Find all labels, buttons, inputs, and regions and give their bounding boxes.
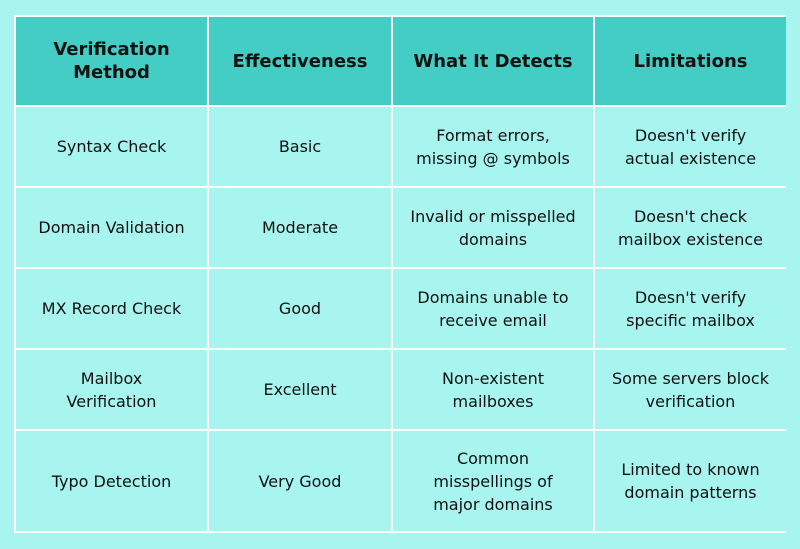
- comparison-table-frame: Verification Method Effectiveness What I…: [14, 15, 786, 533]
- cell-text-line: Moderate: [261, 218, 339, 237]
- cell-text-line: mailbox existence: [618, 229, 763, 249]
- table-row: Typo Detection Very Good Common misspell…: [16, 431, 786, 531]
- cell-method: MX Record Check: [16, 269, 207, 348]
- header-text-line: Method: [73, 62, 150, 83]
- cell-effectiveness: Moderate: [209, 188, 391, 267]
- header-verification-method: Verification Method: [16, 17, 207, 105]
- cell-method: Syntax Check: [16, 107, 207, 186]
- header-text-line: Verification: [53, 39, 170, 60]
- cell-text-line: Common: [456, 448, 530, 468]
- cell-effectiveness: Very Good: [209, 431, 391, 531]
- verification-methods-table: Verification Method Effectiveness What I…: [14, 15, 788, 533]
- cell-text-line: Typo Detection: [51, 471, 172, 491]
- cell-detects: Common misspellings of major domains: [393, 431, 593, 531]
- cell-limitations: Doesn't verify specific mailbox: [595, 269, 786, 348]
- cell-text-line: Excellent: [263, 380, 337, 399]
- cell-method: Domain Validation: [16, 188, 207, 267]
- cell-detects: Non-existent mailboxes: [393, 350, 593, 429]
- cell-text-line: Invalid or misspelled: [410, 206, 576, 226]
- cell-text-line: domains: [458, 229, 528, 249]
- cell-text-line: Doesn't check: [633, 206, 748, 226]
- cell-text-line: Domain Validation: [38, 218, 185, 237]
- cell-effectiveness: Good: [209, 269, 391, 348]
- cell-text-line: Doesn't verify: [634, 125, 747, 145]
- table-row: MX Record Check Good Domains unable to r…: [16, 269, 786, 348]
- header-text-line: Effectiveness: [232, 50, 368, 72]
- cell-detects: Format errors, missing @ symbols: [393, 107, 593, 186]
- cell-effectiveness: Basic: [209, 107, 391, 186]
- cell-text-line: Syntax Check: [56, 137, 167, 156]
- cell-text-line: Format errors,: [436, 125, 550, 145]
- header-text-line: Limitations: [633, 50, 748, 72]
- header-what-it-detects: What It Detects: [393, 17, 593, 105]
- cell-text-line: MX Record Check: [41, 299, 182, 318]
- cell-text-line: missing @ symbols: [416, 148, 570, 168]
- table-row: Mailbox Verification Excellent Non-exist…: [16, 350, 786, 429]
- cell-text-line: receive email: [439, 310, 547, 330]
- cell-text-line: major domains: [433, 494, 553, 514]
- cell-limitations: Doesn't check mailbox existence: [595, 188, 786, 267]
- cell-text-line: Verification: [66, 391, 157, 411]
- cell-text-line: Good: [278, 299, 322, 318]
- cell-method: Mailbox Verification: [16, 350, 207, 429]
- cell-text-line: Non-existent: [441, 368, 544, 388]
- cell-text-line: Some servers block: [612, 368, 769, 388]
- cell-text-line: domain patterns: [624, 483, 757, 502]
- cell-text-line: Mailbox: [80, 368, 143, 388]
- cell-detects: Invalid or misspelled domains: [393, 188, 593, 267]
- cell-text-line: Limited to known: [621, 460, 760, 479]
- cell-text-line: verification: [645, 391, 736, 411]
- header-text-line: What It Detects: [413, 50, 573, 72]
- cell-limitations: Limited to known domain patterns: [595, 431, 786, 531]
- cell-detects: Domains unable to receive email: [393, 269, 593, 348]
- cell-text-line: misspellings of: [433, 471, 553, 491]
- header-effectiveness: Effectiveness: [209, 17, 391, 105]
- cell-text-line: specific mailbox: [626, 310, 755, 330]
- cell-method: Typo Detection: [16, 431, 207, 531]
- cell-text-line: Basic: [278, 137, 322, 156]
- header-limitations: Limitations: [595, 17, 786, 105]
- table-row: Domain Validation Moderate Invalid or mi…: [16, 188, 786, 267]
- cell-text-line: mailboxes: [452, 391, 534, 411]
- cell-limitations: Doesn't verify actual existence: [595, 107, 786, 186]
- cell-limitations: Some servers block verification: [595, 350, 786, 429]
- cell-effectiveness: Excellent: [209, 350, 391, 429]
- cell-text-line: actual existence: [624, 148, 757, 168]
- cell-text-line: Domains unable to: [417, 287, 569, 307]
- table-header-row: Verification Method Effectiveness What I…: [16, 17, 786, 105]
- table-row: Syntax Check Basic Format errors, missin…: [16, 107, 786, 186]
- cell-text-line: Doesn't verify: [634, 287, 747, 307]
- cell-text-line: Very Good: [258, 471, 342, 491]
